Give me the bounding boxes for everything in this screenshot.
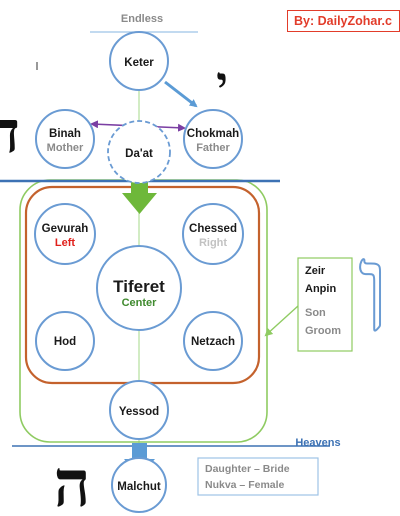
hod-label: Hod (54, 336, 76, 348)
chokmah-label: Chokmah (187, 128, 239, 140)
zeir-anpin-line4: Groom (305, 325, 341, 337)
keter-to-chokmah-arrow (164, 80, 198, 108)
tiferet-circle (96, 245, 182, 331)
yessod-circle (109, 380, 169, 440)
gevurah-label: Gevurah (42, 223, 89, 235)
node-chokmah[interactable]: Chokmah Father (183, 109, 243, 169)
node-tiferet[interactable]: Tiferet Center (96, 245, 182, 331)
node-chessed[interactable]: Chessed Right (182, 203, 244, 265)
daughter-box: Daughter – Bride Nukva – Female (197, 457, 319, 496)
chessed-label: Chessed (189, 223, 237, 235)
byline-box: By: DailyZohar.c (287, 10, 400, 32)
netzach-circle (183, 311, 243, 371)
malchut-circle (111, 457, 167, 513)
daughter-line2: Nukva – Female (205, 479, 285, 491)
gevurah-sub-label: Left (55, 237, 76, 249)
yessod-label: Yessod (119, 406, 159, 418)
malchut-label: Malchut (117, 481, 161, 493)
letter-dalet: ד (0, 98, 20, 166)
letter-he: ה (54, 447, 91, 516)
zeir-anpin-pointer (264, 305, 299, 337)
letter-yud: י (216, 58, 228, 109)
binah-label: Binah (49, 128, 81, 140)
node-daat[interactable]: Da'at (107, 120, 171, 184)
keter-label: Keter (124, 57, 154, 69)
daat-circle (107, 120, 171, 184)
node-keter[interactable]: Keter (109, 31, 169, 91)
binah-circle (35, 109, 95, 169)
keter-circle (109, 31, 169, 91)
hod-circle (35, 311, 95, 371)
zeir-anpin-box: Zeir Anpin Son Groom (297, 257, 353, 352)
zeir-anpin-line3: Son (305, 307, 326, 319)
netzach-label: Netzach (191, 336, 235, 348)
chessed-circle (182, 203, 244, 265)
zeir-anpin-line2: Anpin (305, 283, 336, 295)
heavens-label: Heavens (295, 437, 340, 449)
node-yessod[interactable]: Yessod (109, 380, 169, 440)
daat-label: Da'at (125, 148, 153, 160)
node-hod[interactable]: Hod (35, 311, 95, 371)
chokmah-circle (183, 109, 243, 169)
tiferet-sub-label: Center (122, 297, 158, 309)
chokmah-sub-label: Father (196, 142, 230, 154)
node-netzach[interactable]: Netzach (183, 311, 243, 371)
endless-label: Endless (121, 13, 163, 25)
chessed-sub-label: Right (199, 237, 227, 249)
zeir-anpin-line1: Zeir (305, 265, 326, 277)
letter-vav: ו (359, 220, 390, 359)
tiferet-label: Tiferet (113, 277, 165, 296)
node-malchut[interactable]: Malchut (111, 457, 167, 513)
daughter-line1: Daughter – Bride (205, 463, 290, 475)
node-gevurah[interactable]: Gevurah Left (34, 203, 96, 265)
gevurah-circle (34, 203, 96, 265)
node-binah[interactable]: Binah Mother (35, 109, 95, 169)
binah-sub-label: Mother (47, 142, 84, 154)
